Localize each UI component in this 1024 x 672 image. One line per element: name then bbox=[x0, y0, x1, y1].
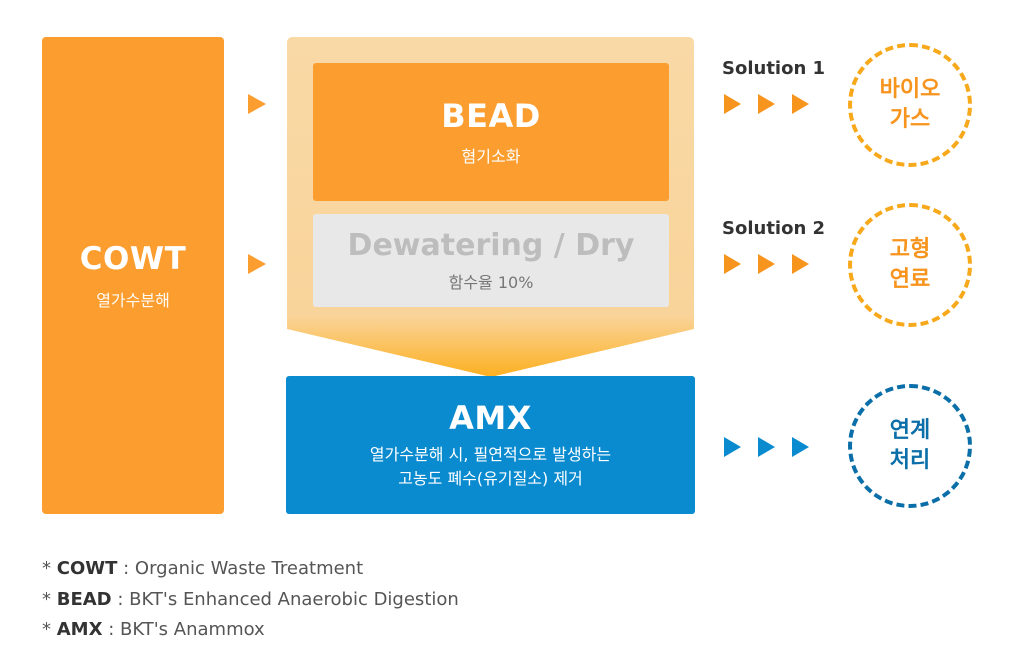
amx-description: 열가수분해 시, 필연적으로 발생하는 고농도 폐수(유기질소) 제거 bbox=[370, 443, 611, 491]
note-amx-key: AMX bbox=[56, 619, 103, 640]
solution-2-label: Solution 2 bbox=[722, 218, 826, 239]
note-amx-text: BKT's Anammox bbox=[119, 619, 265, 640]
linked-treatment-circle: 연계 처리 bbox=[848, 384, 972, 508]
arrow-to-dewatering-icon bbox=[248, 254, 266, 274]
arrow-right-icon bbox=[792, 437, 809, 457]
cowt-subtitle: 열가수분해 bbox=[96, 290, 170, 310]
cowt-block: COWT 열가수분해 bbox=[42, 37, 224, 514]
arrow-right-icon bbox=[792, 94, 809, 114]
arrow-right-icon bbox=[724, 254, 741, 274]
note-amx: * AMX : BKT's Anammox bbox=[42, 619, 265, 640]
note-bead: * BEAD : BKT's Enhanced Anaerobic Digest… bbox=[42, 589, 459, 610]
cowt-title: COWT bbox=[79, 240, 187, 277]
solution-2-arrows bbox=[724, 254, 809, 274]
solution-1-arrows bbox=[724, 94, 809, 114]
bead-subtitle: 혐기소화 bbox=[461, 147, 521, 166]
note-bead-text: BKT's Enhanced Anaerobic Digestion bbox=[129, 589, 459, 610]
amx-title: AMX bbox=[449, 399, 532, 437]
dewatering-title: Dewatering / Dry bbox=[347, 228, 635, 263]
dewatering-block: Dewatering / Dry 함수율 10% bbox=[313, 214, 669, 307]
linked-treatment-line1: 연계 bbox=[889, 418, 931, 443]
note-bead-key: BEAD bbox=[56, 589, 112, 610]
note-cowt-text: Organic Waste Treatment bbox=[134, 558, 364, 579]
amx-arrows bbox=[724, 437, 809, 457]
arrow-right-icon bbox=[724, 94, 741, 114]
arrow-right-icon bbox=[758, 437, 775, 457]
arrow-right-icon bbox=[758, 94, 775, 114]
solid-fuel-circle: 고형 연료 bbox=[848, 203, 972, 327]
biogas-line1: 바이오 bbox=[879, 77, 941, 102]
arrow-right-icon bbox=[724, 437, 741, 457]
amx-description-line1: 열가수분해 시, 필연적으로 발생하는 bbox=[369, 445, 612, 464]
bead-title: BEAD bbox=[441, 97, 541, 135]
solid-fuel-line1: 고형 bbox=[889, 237, 931, 262]
dewatering-subtitle: 함수율 10% bbox=[448, 273, 534, 292]
biogas-line2: 가스 bbox=[889, 107, 931, 132]
bead-block: BEAD 혐기소화 bbox=[313, 63, 669, 201]
arrow-right-icon bbox=[758, 254, 775, 274]
solution-1-label: Solution 1 bbox=[722, 58, 826, 79]
arrow-right-icon bbox=[792, 254, 809, 274]
linked-treatment-line2: 처리 bbox=[889, 448, 931, 473]
note-cowt-key: COWT bbox=[56, 558, 118, 579]
solid-fuel-line2: 연료 bbox=[889, 267, 931, 292]
amx-block: AMX 열가수분해 시, 필연적으로 발생하는 고농도 폐수(유기질소) 제거 bbox=[286, 376, 695, 514]
biogas-circle: 바이오 가스 bbox=[848, 43, 972, 167]
note-cowt: * COWT : Organic Waste Treatment bbox=[42, 558, 364, 579]
amx-description-line2: 고농도 폐수(유기질소) 제거 bbox=[398, 469, 583, 488]
arrow-to-bead-icon bbox=[248, 94, 266, 114]
